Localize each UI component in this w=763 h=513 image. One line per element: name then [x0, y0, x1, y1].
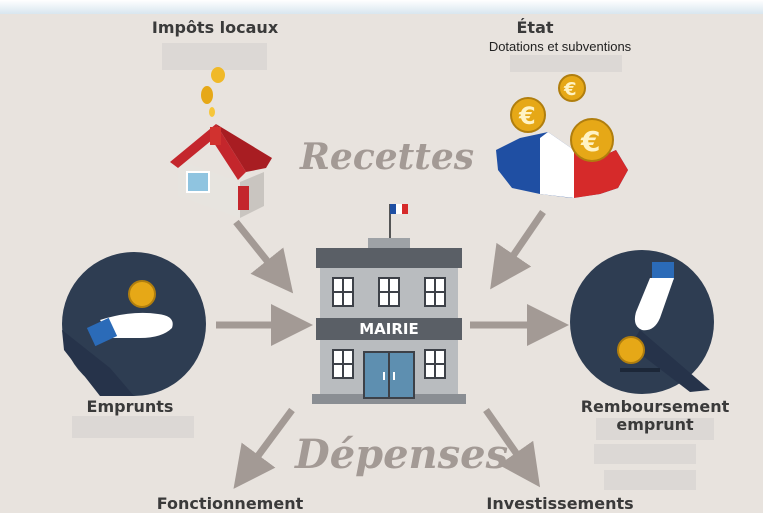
- house-coin-icon: [170, 67, 272, 218]
- arrow-etat: [490, 210, 546, 290]
- svg-text:€: €: [580, 125, 600, 158]
- label-fonctionnement: Fonctionnement: [156, 494, 304, 513]
- town-hall-icon: [312, 204, 466, 404]
- placeholder-emprunts: [72, 416, 194, 438]
- placeholder-etat: [510, 55, 622, 72]
- placeholder-impots: [162, 43, 267, 70]
- heading-depenses: Dépenses: [295, 431, 509, 478]
- arrow-impots: [233, 219, 294, 294]
- arrow-fonctionnement: [233, 407, 295, 489]
- heading-recettes: Recettes: [300, 136, 475, 178]
- label-impots-locaux: Impôts locaux: [151, 18, 279, 37]
- placeholder-remb-3: [604, 470, 696, 490]
- svg-text:€: €: [518, 102, 536, 130]
- hand-drop-coin-icon: [570, 250, 714, 394]
- label-etat-subtitle: Dotations et subventions: [488, 39, 632, 54]
- placeholder-remb-1: [596, 418, 714, 440]
- arrow-investissements: [483, 407, 541, 488]
- hand-coin-icon: [62, 252, 206, 396]
- arrows: [216, 210, 569, 489]
- french-flag-icon: [390, 204, 408, 214]
- mairie-label: MAIRIE: [359, 320, 419, 338]
- label-emprunts: Emprunts: [86, 397, 174, 416]
- top-band: [0, 0, 763, 14]
- france-map-euro-icon: € € €: [496, 74, 628, 198]
- placeholder-remb-2: [594, 444, 696, 464]
- label-investissements: Investissements: [486, 494, 634, 513]
- svg-text:€: €: [563, 79, 577, 100]
- label-etat: État: [516, 18, 554, 37]
- label-remboursement-emprunt: Remboursement emprunt: [580, 397, 730, 434]
